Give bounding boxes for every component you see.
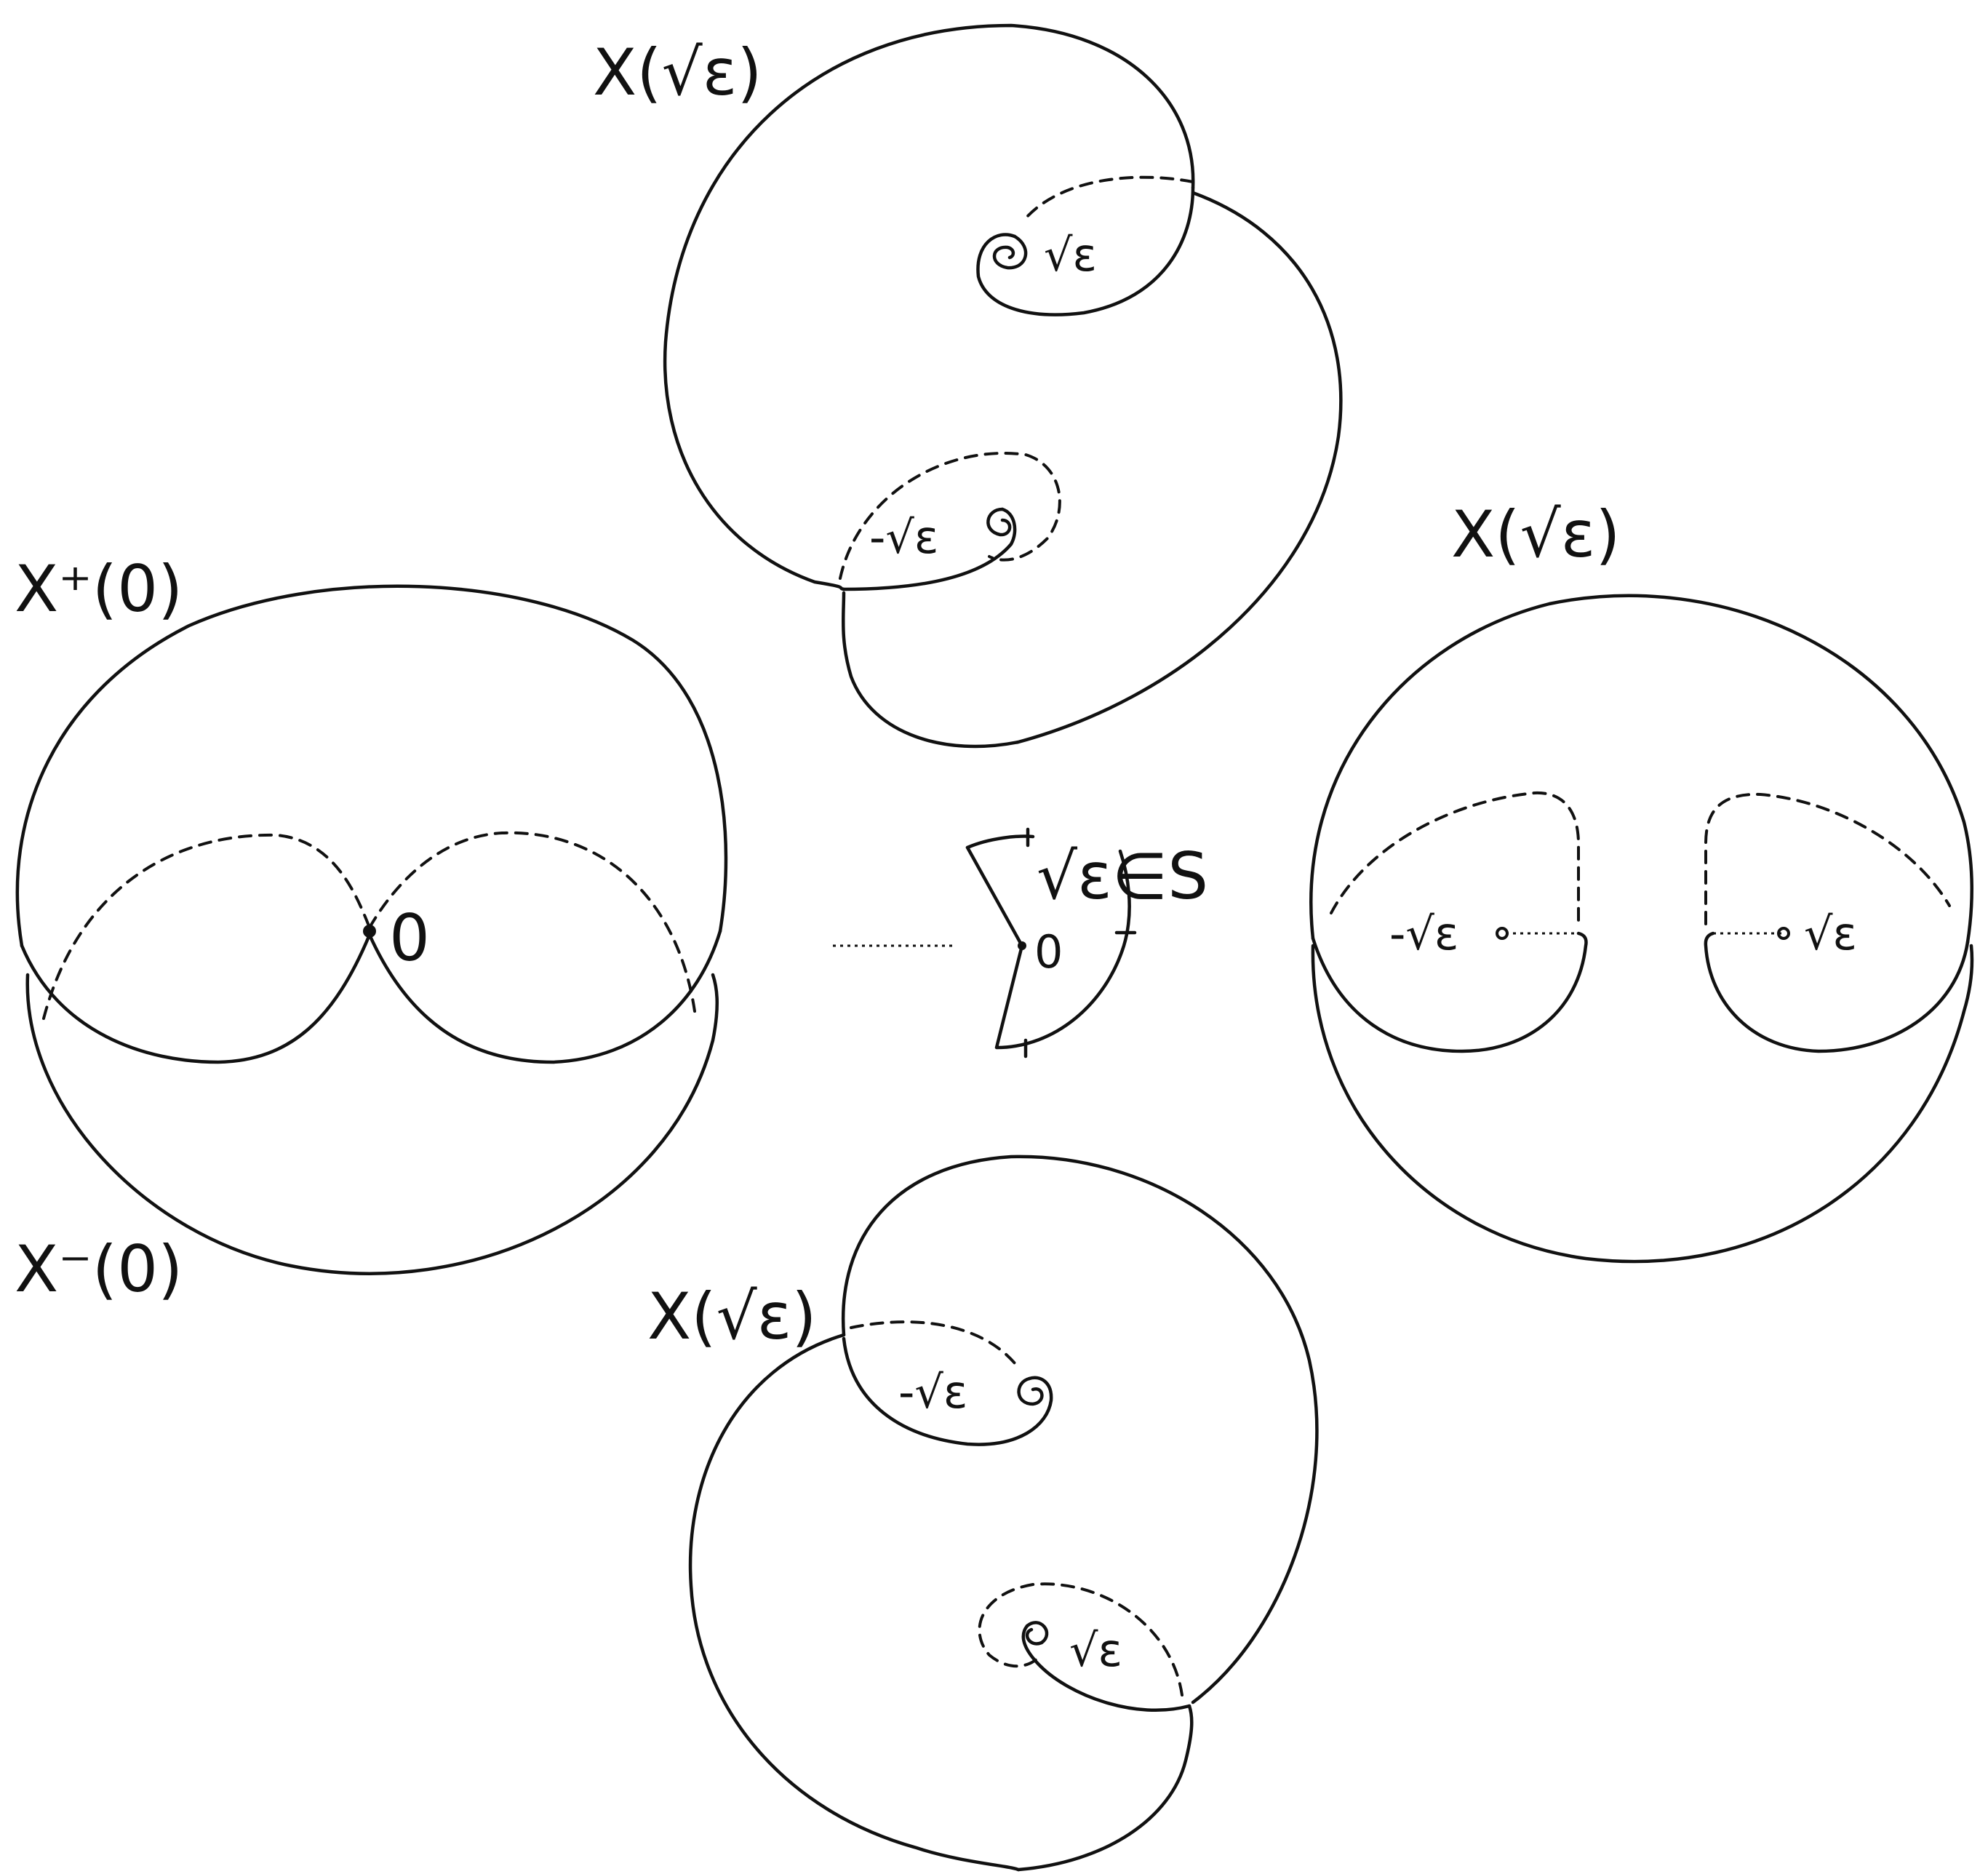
left-origin-label: 0 — [389, 901, 430, 976]
top-lower-spiral — [986, 507, 1012, 537]
bottom-top-spiral — [1017, 1376, 1044, 1406]
bottom-lower-curve — [1021, 1624, 1191, 1712]
right-title-label: X(√ε) — [1451, 497, 1621, 572]
top-outer-curve — [663, 23, 1195, 591]
top-upper-spiral — [992, 234, 1028, 270]
bottom-lower-spiral — [1025, 1621, 1049, 1646]
left-outer-bottom — [25, 973, 719, 1275]
left-dashed-right — [368, 831, 696, 1013]
right-pos-point — [1777, 927, 1790, 940]
left-outer-top — [15, 584, 728, 948]
bottom-neg-label: -√ε — [898, 1365, 967, 1419]
right-left-cusp — [1311, 931, 1588, 1053]
right-dashed-left — [1330, 791, 1580, 925]
bottom-top-dashed — [850, 1320, 1020, 1369]
left-surface: X⁺(0) X⁻(0) 0 — [15, 551, 728, 1307]
bottom-top-lobe-inner — [842, 1336, 1053, 1446]
center-sector: √ε∈S 0 — [833, 827, 1208, 1058]
top-title-label: X(√ε) — [593, 35, 762, 110]
top-lower-dashed — [839, 452, 1061, 580]
center-param-label: √ε∈S — [1037, 839, 1208, 914]
center-sector-arc-top — [965, 834, 1035, 850]
bottom-surface: X(√ε) -√ε √ε — [647, 1155, 1319, 1872]
right-surface: X(√ε) -√ε √ε — [1309, 497, 1974, 1264]
left-minus-label: X⁻(0) — [15, 1232, 183, 1307]
right-outer-bottom — [1311, 944, 1974, 1264]
left-lower-left-lobe — [20, 933, 372, 1064]
right-dashed-right — [1704, 792, 1951, 925]
right-neg-point — [1496, 927, 1509, 940]
top-upper-lobe — [976, 186, 1195, 316]
left-lower-right-lobe — [367, 929, 722, 1064]
bottom-lower-dashed — [978, 1582, 1183, 1696]
top-right-body — [841, 191, 1343, 749]
bottom-sqrt-label: √ε — [1069, 1624, 1122, 1677]
top-lower-curve — [842, 507, 1017, 591]
top-sqrt-label: √ε — [1044, 228, 1097, 282]
top-neg-label: -√ε — [869, 511, 938, 564]
left-origin-point — [363, 925, 376, 938]
left-dashed-left — [42, 833, 371, 1020]
right-outer-top — [1309, 594, 1974, 944]
top-upper-dashed — [1024, 175, 1194, 220]
top-surface: X(√ε) √ε -√ε — [593, 23, 1343, 749]
center-origin-label: 0 — [1034, 925, 1063, 978]
bottom-left-body — [688, 1333, 1021, 1872]
bottom-upper-lobe — [841, 1155, 1319, 1704]
right-pos-label: √ε — [1804, 907, 1857, 960]
bottom-right-tail — [1016, 1704, 1194, 1872]
right-right-cusp — [1704, 931, 1970, 1053]
center-origin-point — [1018, 941, 1026, 950]
left-plus-label: X⁺(0) — [15, 551, 183, 626]
bottom-title-label: X(√ε) — [647, 1279, 817, 1354]
right-neg-label: -√ε — [1389, 907, 1458, 960]
